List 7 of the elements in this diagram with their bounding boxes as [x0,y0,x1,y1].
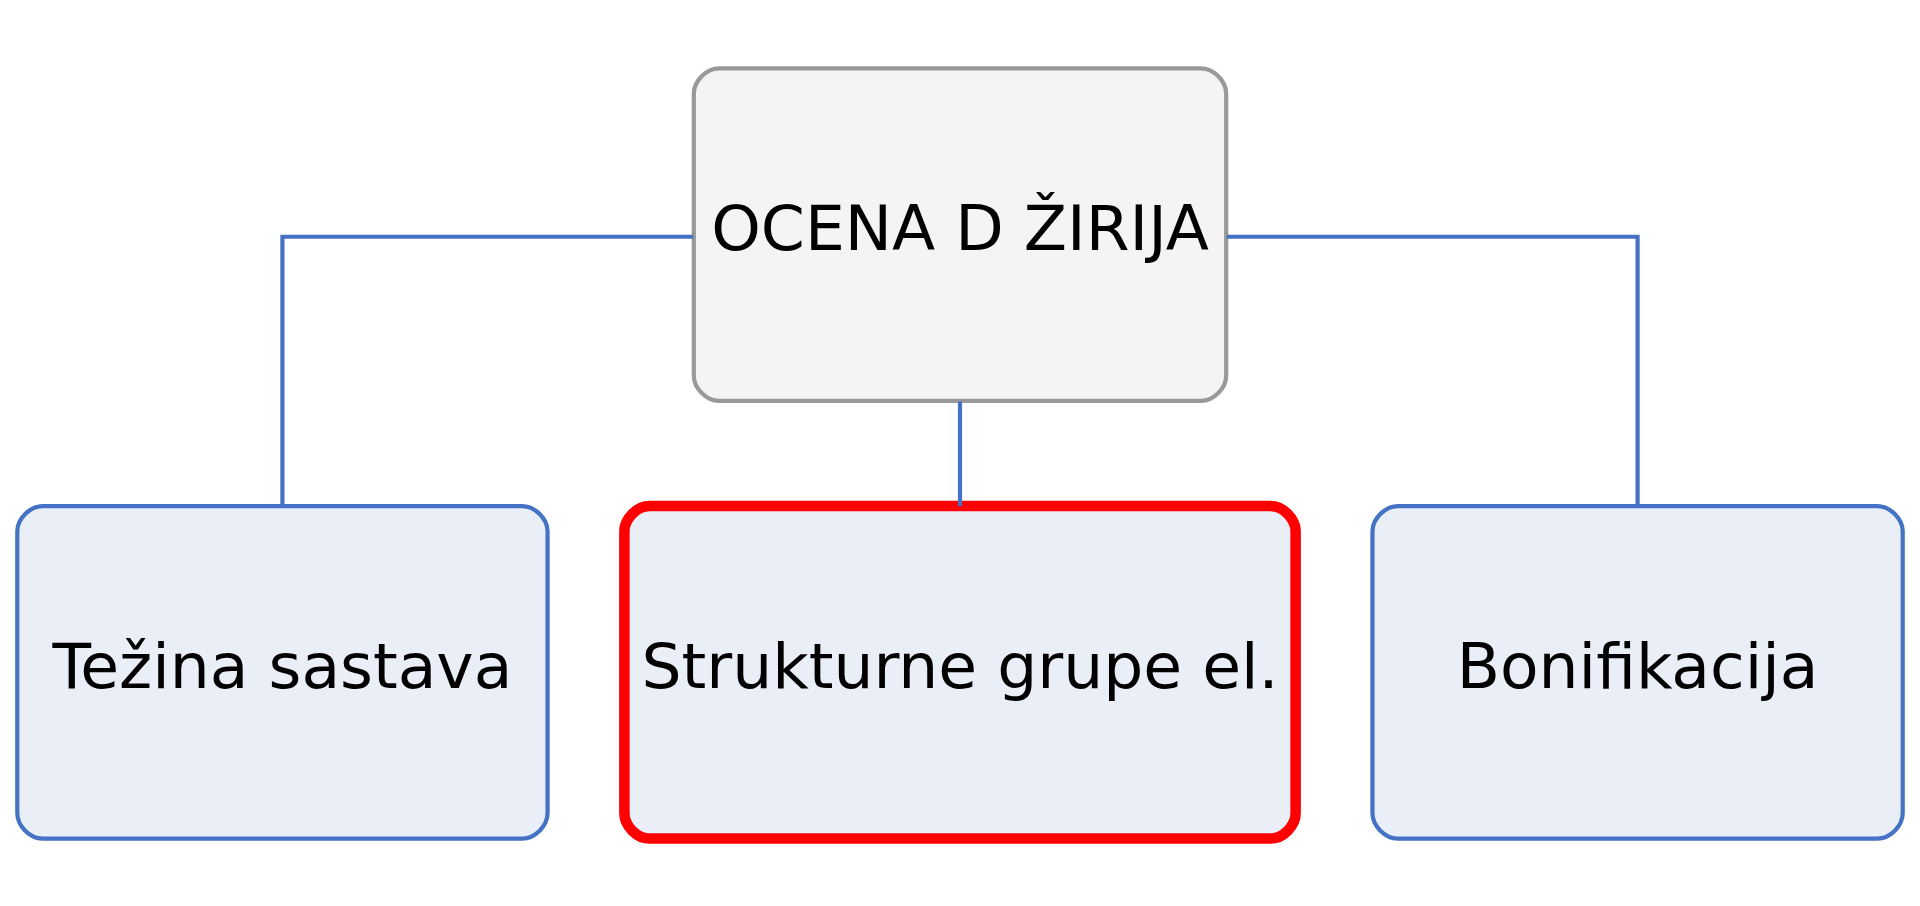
connector [1226,234,1640,506]
node-box: OCENA D ŽIRIJA [691,65,1229,403]
node-box: Bonifikacija [1370,503,1905,841]
connector [280,234,694,506]
node-box: Strukturne grupe el. [619,500,1301,844]
node-box: Težina sastava [15,503,550,841]
connector [957,400,963,506]
